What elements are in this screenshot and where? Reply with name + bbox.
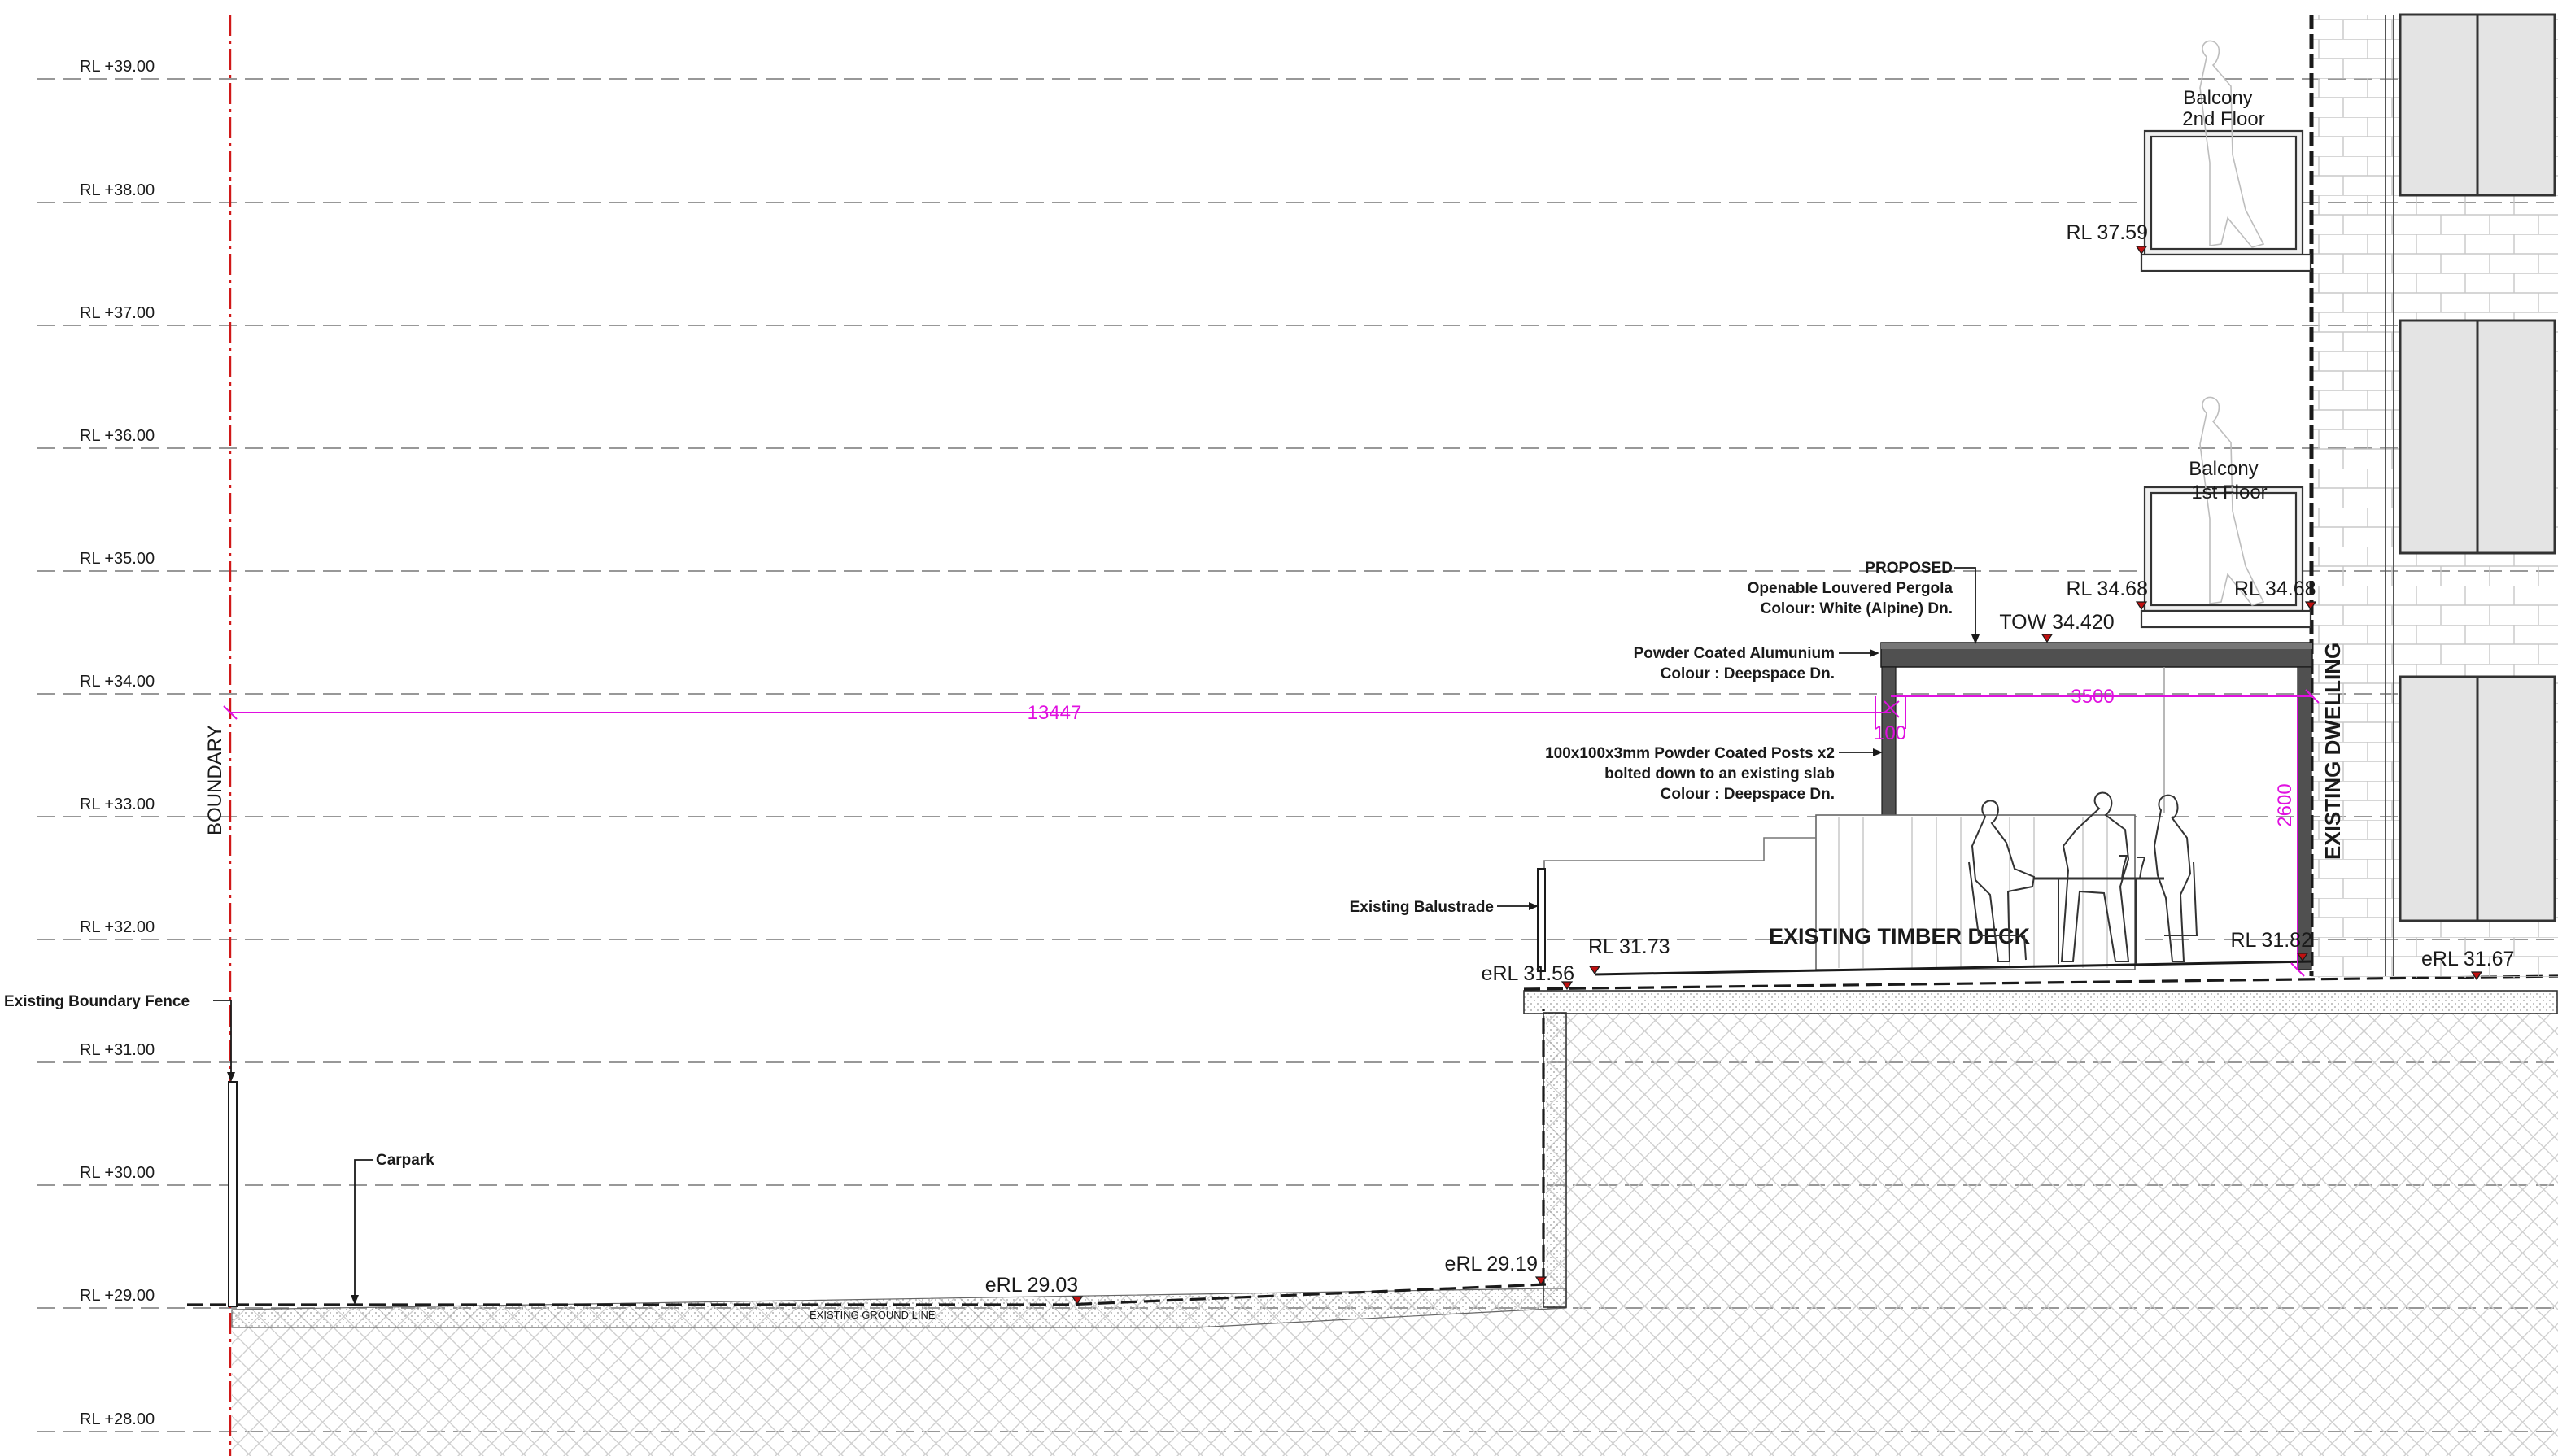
dimension-100: 100 bbox=[1874, 722, 1906, 744]
spot-level: TOW 34.420 bbox=[1999, 611, 2114, 634]
level-label: RL +38.00 bbox=[80, 181, 155, 199]
balcony-2-label: 2nd Floor bbox=[2182, 108, 2264, 130]
existing-dwelling-label: EXISTING DWELLING bbox=[2320, 643, 2345, 860]
level-markers bbox=[1071, 246, 2483, 1306]
leader-arrows bbox=[227, 634, 1980, 1305]
retaining-wall bbox=[1543, 1012, 1567, 1308]
boundary-fence bbox=[228, 1081, 238, 1307]
pergola-post-rear bbox=[2297, 666, 2312, 970]
pergola bbox=[1880, 642, 2313, 970]
deck-surface bbox=[1594, 960, 2313, 976]
spot-level: RL 34.68 bbox=[2066, 578, 2148, 600]
pergola-note: Openable Louvered Pergola bbox=[1748, 580, 1953, 597]
balcony-1-label: 1st Floor bbox=[2191, 482, 2267, 503]
dining-people bbox=[1968, 791, 2198, 964]
boundary-label: BOUNDARY bbox=[204, 725, 226, 835]
level-label: RL +33.00 bbox=[80, 796, 155, 813]
level-marker bbox=[1534, 1276, 1547, 1286]
carpark-note: Carpark bbox=[376, 1152, 434, 1169]
spot-level: RL 31.73 bbox=[1588, 935, 1670, 958]
level-label: RL +34.00 bbox=[80, 673, 155, 691]
level-marker bbox=[2041, 634, 2054, 643]
level-label: RL +30.00 bbox=[80, 1164, 155, 1182]
dimension-2600: 2600 bbox=[2274, 783, 2296, 826]
level-marker bbox=[1561, 981, 1574, 991]
spot-level: eRL 29.19 bbox=[1445, 1253, 1538, 1275]
level-marker bbox=[2304, 601, 2317, 611]
balustrade-side bbox=[1543, 837, 1816, 970]
spot-level: RL 37.59 bbox=[2066, 221, 2148, 244]
level-marker bbox=[2470, 971, 2483, 981]
existing-balustrade bbox=[1537, 868, 1546, 972]
level-label: RL +36.00 bbox=[80, 427, 155, 445]
posts-note: 100x100x3mm Powder Coated Posts x2 bbox=[1545, 745, 1835, 762]
spot-level: RL 34.68 bbox=[2234, 578, 2316, 600]
powder-coated-note: Colour : Deepspace Dn. bbox=[1661, 665, 1835, 682]
fence-note: Existing Boundary Fence bbox=[4, 993, 190, 1010]
ground-line-label: EXISTING GROUND LINE bbox=[810, 1309, 936, 1321]
spot-level: eRL 31.56 bbox=[1482, 962, 1574, 985]
dimension-3500: 3500 bbox=[2071, 686, 2114, 708]
ground-line bbox=[187, 974, 2558, 1306]
level-label: RL +31.00 bbox=[80, 1041, 155, 1059]
level-marker bbox=[2135, 601, 2148, 611]
level-label: RL +39.00 bbox=[80, 58, 155, 76]
level-labels: RL +39.00 RL +38.00 RL +37.00 RL +36.00 … bbox=[80, 58, 155, 1428]
existing-dwelling bbox=[2309, 13, 2558, 978]
level-marker bbox=[1588, 966, 1601, 975]
spot-level: RL 31.82 bbox=[2230, 929, 2312, 952]
level-label: RL +32.00 bbox=[80, 918, 155, 936]
pergola-note: PROPOSED bbox=[1865, 560, 1953, 577]
level-label: RL +37.00 bbox=[80, 304, 155, 322]
level-marker bbox=[2135, 246, 2148, 255]
level-label: RL +35.00 bbox=[80, 550, 155, 568]
window bbox=[2399, 13, 2556, 922]
dimensions bbox=[223, 689, 2320, 977]
pergola-note: Colour: White (Alpine) Dn. bbox=[1761, 600, 1953, 617]
level-marker bbox=[2296, 953, 2309, 962]
pergola-beam-top bbox=[1881, 643, 2312, 649]
level-label: RL +29.00 bbox=[80, 1287, 155, 1305]
spot-level: eRL 29.03 bbox=[985, 1274, 1078, 1297]
balcony-1-label: Balcony bbox=[2189, 458, 2258, 480]
level-marker bbox=[1071, 1296, 1084, 1306]
dimension-13447: 13447 bbox=[1028, 702, 1082, 724]
balcony-2nd-floor bbox=[2140, 40, 2312, 272]
slab bbox=[1523, 990, 2558, 1014]
spot-level: eRL 31.67 bbox=[2421, 948, 2514, 970]
posts-note: Colour : Deepspace Dn. bbox=[1661, 786, 1835, 803]
posts-note: bolted down to an existing slab bbox=[1604, 765, 1835, 782]
earth-fill bbox=[231, 990, 2558, 1456]
balcony-1st-floor bbox=[2140, 396, 2312, 629]
powder-coated-note: Powder Coated Alumunium bbox=[1634, 645, 1835, 662]
leaders bbox=[213, 567, 1976, 1301]
level-label: RL +28.00 bbox=[80, 1410, 155, 1428]
balustrade-note: Existing Balustrade bbox=[1350, 899, 1494, 916]
balcony-2-label: Balcony bbox=[2183, 87, 2252, 109]
